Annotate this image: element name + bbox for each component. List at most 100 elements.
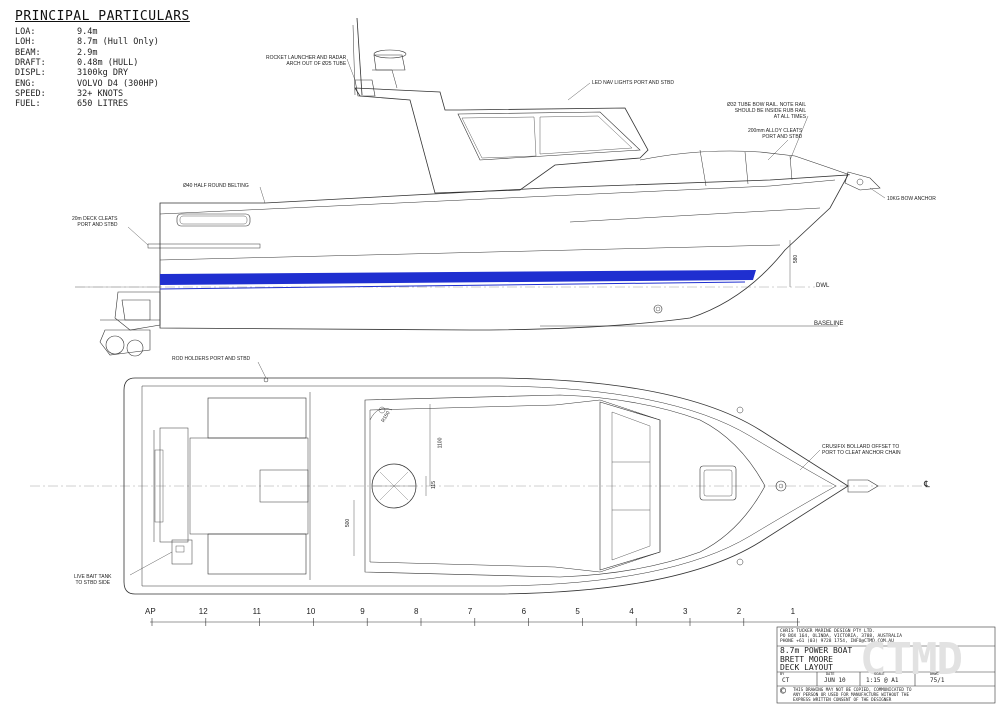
station-label: 8: [414, 607, 419, 616]
station-label: 4: [629, 607, 634, 616]
note-line: PORT AND STBD: [77, 222, 118, 228]
header-scale: SCALE: [874, 672, 885, 676]
particulars-value: 3100kg DRY: [77, 68, 129, 79]
copyright-line: THIS DRAWING MAY NOT BE COPIED, COMMUNIC…: [793, 687, 912, 692]
outdrive: [99, 291, 161, 357]
header-by: BY: [780, 672, 785, 676]
dim-580: 580: [793, 254, 800, 264]
particulars-label: LOA:: [15, 27, 36, 37]
copyright-line: ANY PERSON OR USED FOR MANUFACTURE WITHO…: [793, 691, 909, 697]
station-label: 1: [790, 607, 796, 616]
centerline-symbol: ℄: [924, 479, 930, 489]
station-scale: [150, 618, 800, 626]
particulars-value: VOLVO D4 (300HP): [77, 78, 159, 89]
station-label: 9: [360, 607, 365, 616]
bollard-note: CRUSIFIX BOLLARD OFFSET TO PORT TO CLEAT…: [822, 444, 901, 456]
particulars-row: SPEED: 32+ KNOTS: [15, 88, 123, 99]
note-line: AT ALL TIMES: [773, 114, 807, 120]
belting-note: Ø40 HALF ROUND BELTING: [183, 183, 249, 189]
station-label: 6: [521, 607, 527, 616]
station-label: 10: [306, 607, 316, 616]
particulars-value: 0.48m (HULL): [77, 57, 139, 68]
particulars-row: LOH: 8.7m (Hull Only): [15, 37, 159, 48]
station-label: 11: [252, 607, 261, 616]
header-date: DATE: [826, 672, 835, 676]
project-line: DECK LAYOUT: [780, 663, 833, 672]
particulars-label: BEAM:: [15, 47, 41, 58]
station-label: 2: [736, 607, 742, 616]
header-dwg: DRWG: [930, 672, 939, 676]
company-address: PO BOX 164, OLINDA, VICTORIA, 3788, AUST…: [780, 634, 902, 639]
dim-1100: 1100: [437, 437, 444, 449]
station-label: AP: [145, 607, 156, 616]
side-profile: [75, 17, 886, 357]
copyright-notice: THIS DRAWING MAY NOT BE COPIED, COMMUNIC…: [793, 687, 912, 702]
note-line: PORT AND STBD: [762, 134, 803, 140]
particulars-value: 32+ KNOTS: [77, 88, 124, 99]
hull-stripe: [160, 270, 756, 285]
dim-500: 500: [345, 518, 352, 528]
particulars-row: LOA: 9.4m: [15, 27, 97, 37]
bow-rail-note: Ø32 TUBE BOW RAIL. NOTE RAIL SHOULD BE I…: [727, 102, 806, 120]
rocket-launcher-note: ROCKET LAUNCHER AND RADAR ARCH OUT OF Ø2…: [266, 55, 346, 67]
note-line: PORT TO CLEAT ANCHOR CHAIN: [822, 450, 901, 456]
rod-holders-note: ROD HOLDERS PORT AND STBD: [172, 356, 251, 362]
particulars-label: LOH:: [15, 37, 36, 48]
project-title: 8.7m POWER BOAT BRETT MOORE DECK LAYOUT: [780, 646, 853, 673]
note-line: ARCH OUT OF Ø25 TUBE: [286, 61, 347, 67]
dim-115: 115: [430, 481, 437, 489]
particulars-title: PRINCIPAL PARTICULARS: [15, 9, 190, 24]
particulars-row: ENG: VOLVO D4 (300HP): [15, 78, 159, 89]
title-block-frame: [776, 626, 996, 704]
cabin: [354, 87, 649, 194]
company-contact: PHONE +61 (03) 9728 1754, INFO@CTMD.COM.…: [780, 639, 894, 644]
copyright-icon: ©: [780, 686, 787, 697]
station-label: 7: [467, 607, 473, 616]
project-line: 8.7m POWER BOAT: [780, 646, 853, 655]
particulars-label: DRAFT:: [15, 57, 46, 68]
particulars-row: DRAFT: 0.48m (HULL): [15, 57, 138, 68]
deck-cleats-note: 20m DECK CLEATS PORT AND STBD: [72, 216, 117, 228]
baseline-label: BASELINE: [814, 321, 844, 327]
particulars-value: 2.9m: [77, 47, 98, 58]
company-info: CHRIS TUCKER MARINE DESIGN PTY LTD. PO B…: [780, 629, 902, 644]
drawn-by: CT: [782, 677, 790, 684]
drawing-scale: 1:15 @ A1: [866, 677, 899, 684]
note-line: ROCKET LAUNCHER AND RADAR: [266, 55, 347, 61]
note-line: TO STBD SIDE: [75, 580, 111, 586]
station-label: 5: [575, 607, 580, 616]
particulars-label: FUEL:: [15, 99, 41, 110]
led-note: LED NAV LIGHTS PORT AND STBD: [592, 80, 674, 86]
plan-view: [30, 361, 930, 595]
particulars-label: ENG:: [15, 78, 36, 89]
station-label: 3: [683, 607, 688, 616]
copyright-line: EXPRESS WRITTEN CONSENT OF THE DESIGNER: [793, 696, 892, 702]
particulars-value: 8.7m (Hull Only): [77, 37, 159, 48]
particulars-row: DISPL: 3100kg DRY: [15, 68, 128, 79]
note-line: 200mm ALLOY CLEATS: [748, 128, 803, 134]
note-line: Ø32 TUBE BOW RAIL. NOTE RAIL: [727, 102, 807, 108]
project-line: BRETT MOORE: [780, 654, 833, 664]
bait-tank-note: LIVE BAIT TANK TO STBD SIDE: [74, 574, 112, 586]
ctmd-watermark: CTMD: [860, 634, 963, 685]
anchor-note: 10KG BOW ANCHOR: [887, 196, 936, 202]
particulars-row: FUEL: 650 LITRES: [15, 99, 128, 110]
particulars-value: 9.4m: [77, 27, 98, 37]
particulars-row: BEAM: 2.9m: [15, 47, 97, 58]
note-line: LIVE BAIT TANK: [74, 574, 112, 580]
company-name: CHRIS TUCKER MARINE DESIGN PTY LTD.: [780, 629, 875, 634]
particulars-label: DISPL:: [15, 68, 46, 79]
alloy-cleats-note: 200mm ALLOY CLEATS PORT AND STBD: [748, 128, 802, 140]
drawing-date: JUN 10: [824, 677, 846, 684]
note-line: CRUSIFIX BOLLARD OFFSET TO: [822, 444, 900, 450]
plan-hull-outline: [123, 377, 849, 595]
drawing-number: 75/1: [930, 677, 945, 684]
note-line: 20m DECK CLEATS: [72, 216, 118, 222]
hull-outline: [159, 174, 849, 331]
particulars-value: 650 LITRES: [77, 99, 129, 110]
dwl-label: DWL: [816, 283, 830, 289]
plan-cabin: [364, 394, 766, 578]
station-label: 12: [198, 607, 208, 616]
particulars-label: SPEED:: [15, 88, 46, 99]
note-line: SHOULD BE INSIDE RUB RAIL: [734, 108, 807, 114]
